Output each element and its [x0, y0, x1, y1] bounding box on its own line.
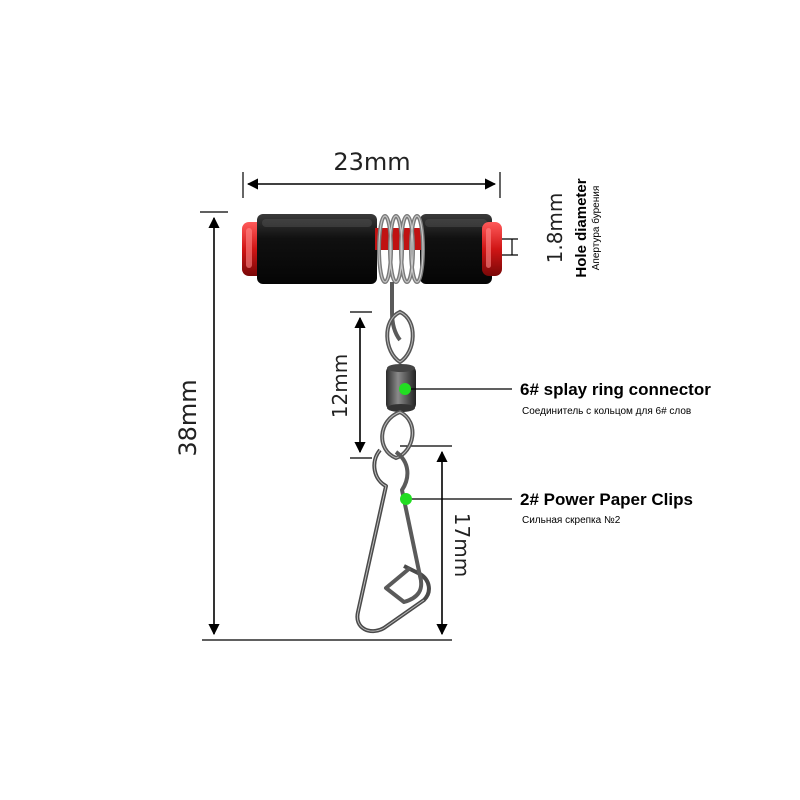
hole-size-label: 1.8mm	[543, 193, 567, 264]
height-dimension: 38mm	[174, 211, 452, 641]
hole-dimension: 1.8mm Hole diameter Апертура бурения	[496, 178, 602, 278]
swivel-label: 12mm	[328, 354, 352, 418]
callout-title: 6# splay ring connector	[520, 380, 711, 399]
height-label: 38mm	[174, 379, 202, 456]
clip-dimension: 17mm	[400, 445, 474, 636]
callout-title: 2# Power Paper Clips	[520, 490, 693, 509]
hole-diameter-subtitle: Апертура бурения	[590, 186, 602, 271]
left-tube	[257, 214, 377, 284]
marker-dot	[400, 493, 412, 505]
marker-dot	[399, 383, 411, 395]
clip-label: 17mm	[450, 513, 474, 577]
right-end-cap	[482, 222, 502, 276]
hole-diameter-title: Hole diameter	[573, 178, 590, 277]
right-tube	[420, 214, 492, 284]
callout-subtitle: Соединитель с кольцом для 6# слов	[522, 406, 691, 417]
snap-clip	[355, 448, 431, 634]
width-dimension: 23mm	[242, 148, 501, 198]
swivel-connector	[380, 282, 416, 461]
width-label: 23mm	[333, 148, 410, 176]
callout-splay-ring: 6# splay ring connector Соединитель с ко…	[399, 380, 711, 417]
callout-paper-clips: 2# Power Paper Clips Сильная скрепка №2	[400, 490, 693, 526]
sleeve-tube	[242, 214, 502, 284]
swivel-dimension: 12mm	[328, 311, 372, 459]
callout-subtitle: Сильная скрепка №2	[522, 515, 621, 526]
